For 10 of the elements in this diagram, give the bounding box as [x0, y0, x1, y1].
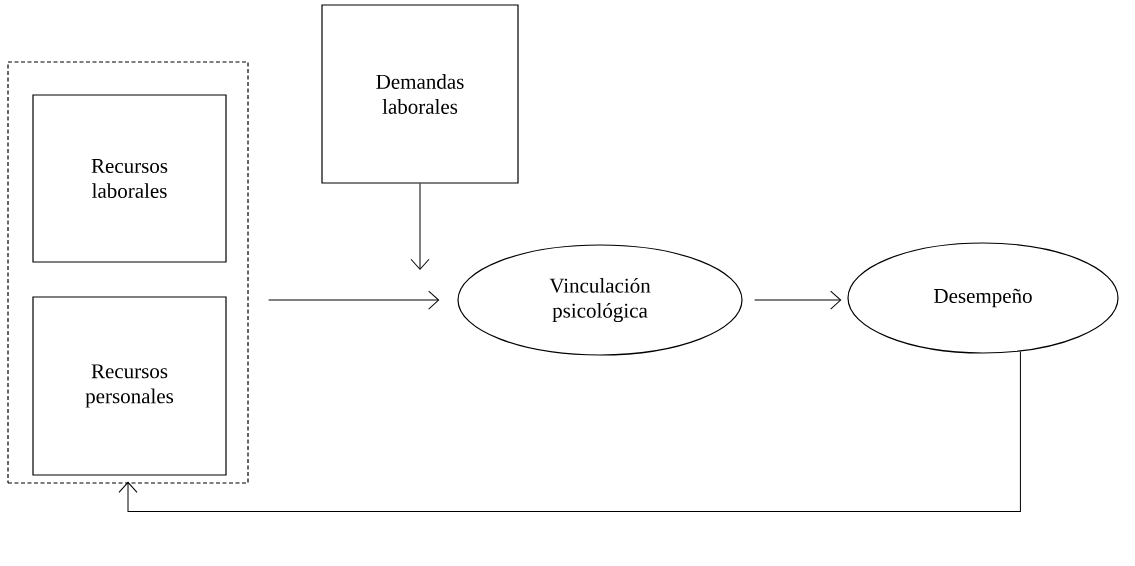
text-box: Recursos laborales — [32, 94, 227, 263]
ellipse-node: Desempeño — [847, 242, 1119, 354]
text-box: Demandas laborales — [321, 4, 519, 184]
arrow — [754, 290, 842, 310]
arrow — [118, 350, 1021, 512]
arrow — [410, 183, 430, 270]
arrow — [268, 290, 440, 310]
ellipse-node: Vinculación psicológica — [457, 244, 743, 356]
dashed-group-box — [7, 61, 249, 484]
text-box: Recursos personales — [32, 296, 227, 476]
